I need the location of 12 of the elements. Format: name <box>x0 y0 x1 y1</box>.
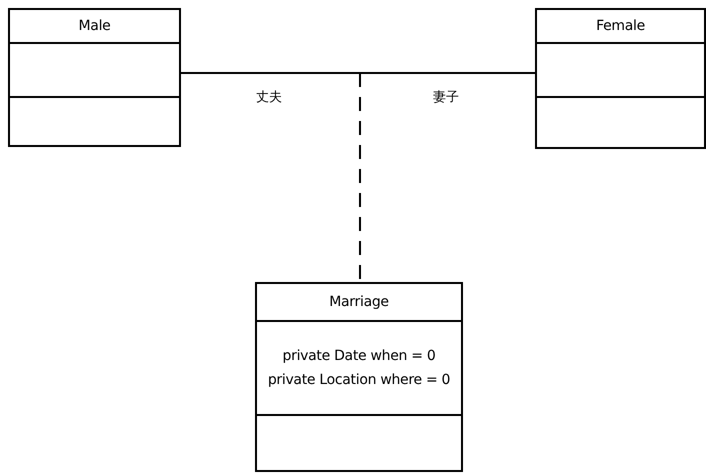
class-box <box>8 8 181 147</box>
association-line <box>181 72 535 74</box>
class-box <box>535 8 706 149</box>
class-name: Marriage <box>329 294 389 310</box>
role-name: 丈夫 <box>256 89 282 106</box>
class-name: Male <box>78 18 110 34</box>
attribute-text: private Date when = 0 <box>282 347 436 366</box>
attribute-text: private Location where = 0 <box>268 371 450 390</box>
class-name: Female <box>596 18 645 34</box>
association-class-link <box>359 73 361 282</box>
role-name: 妻子 <box>433 89 459 106</box>
class-box <box>255 282 463 472</box>
